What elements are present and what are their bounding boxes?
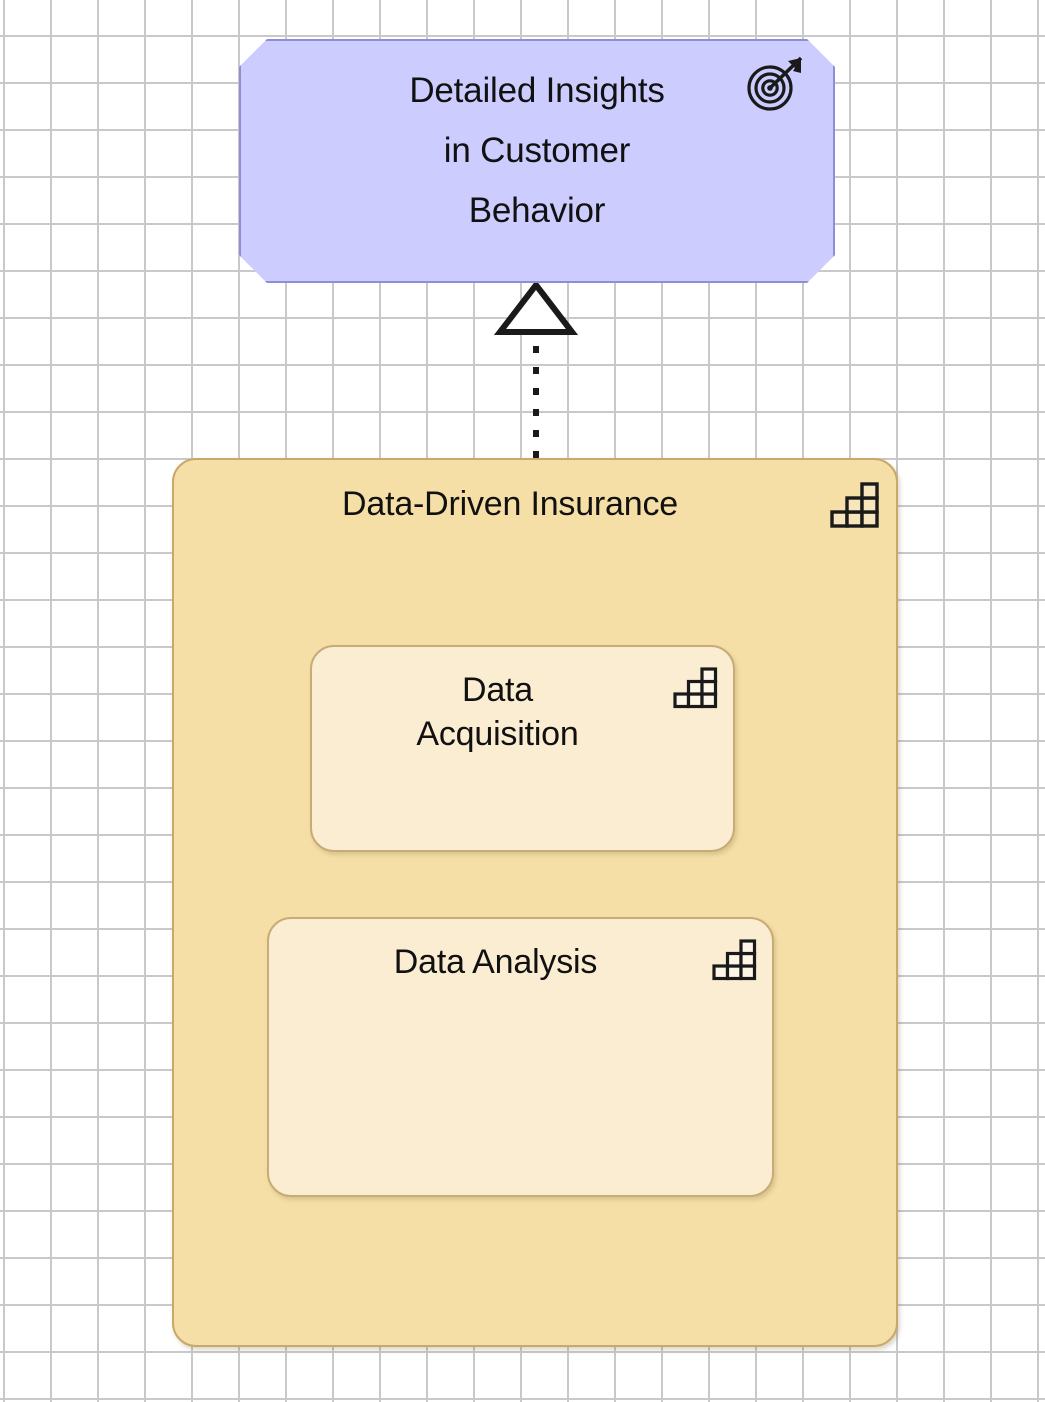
target-bullseye-icon: [747, 56, 803, 111]
goal-octagon-shape: [239, 39, 835, 283]
goal-label: Detailed Insights in Customer Behavior: [409, 71, 665, 231]
capability-title: Data-Driven Insurance: [342, 485, 678, 523]
capability-element-data-driven-insurance[interactable]: Data-Driven Insurance Data Acquisition: [172, 458, 898, 1347]
capability-staircase-icon: [830, 482, 879, 528]
data-analysis-title: Data Analysis: [393, 943, 598, 981]
data-acquisition-title: Data Acquisition: [416, 671, 579, 753]
goal-element-detailed-insights[interactable]: Detailed Insights in Customer Behavior: [239, 39, 835, 283]
capability-staircase-icon: [712, 939, 757, 981]
capability-element-data-analysis[interactable]: Data Analysis: [267, 917, 774, 1197]
capability-element-data-acquisition[interactable]: Data Acquisition: [310, 645, 735, 852]
capability-staircase-icon: [673, 667, 718, 709]
